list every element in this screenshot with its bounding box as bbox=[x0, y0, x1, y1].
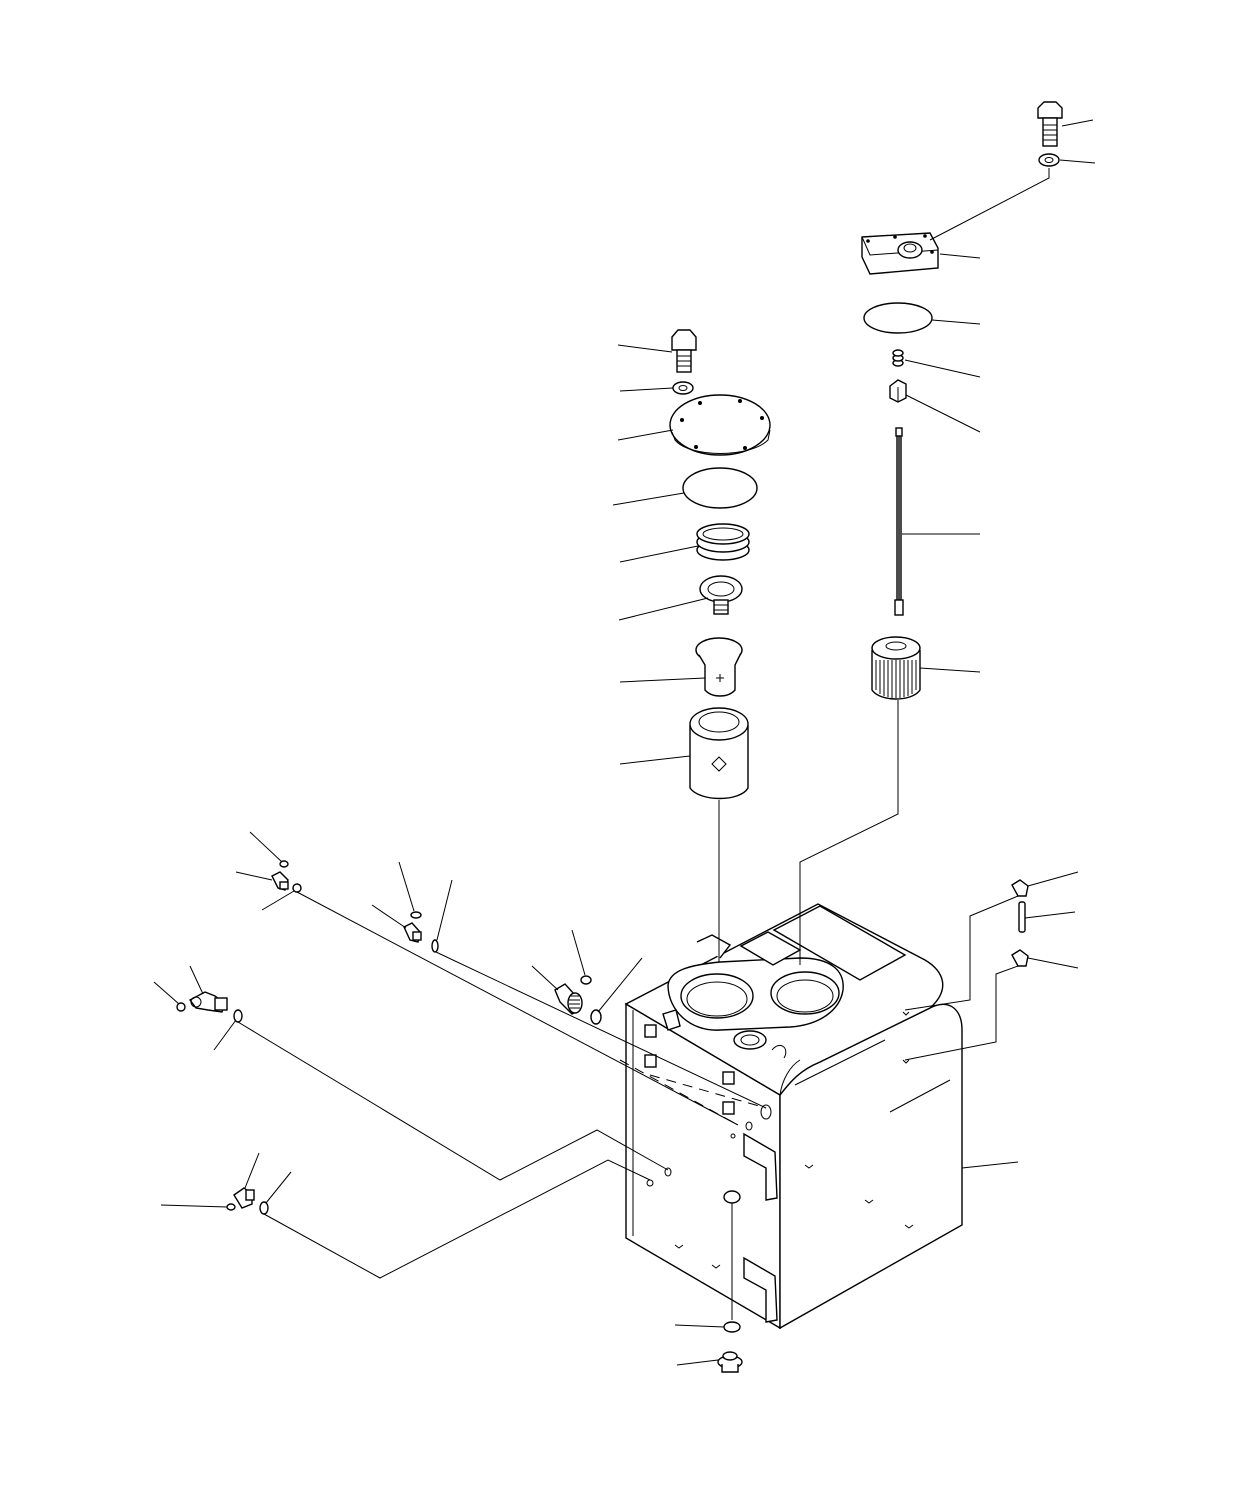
return-filter-stack bbox=[669, 329, 771, 800]
bolt-part bbox=[1037, 101, 1063, 147]
washer-part bbox=[672, 381, 694, 395]
spring-part bbox=[892, 349, 904, 367]
suction-strainer-stack bbox=[861, 101, 1063, 700]
rod-part bbox=[894, 427, 904, 616]
adapter-fitting-part bbox=[233, 1187, 255, 1209]
fittings-right bbox=[1011, 879, 1029, 967]
o-ring-part bbox=[410, 911, 422, 919]
o-ring-part bbox=[259, 1201, 269, 1215]
drain-parts bbox=[717, 1321, 743, 1373]
spring-part bbox=[696, 523, 750, 561]
drain-plug-part bbox=[717, 1351, 743, 1373]
elbow-fitting-part bbox=[271, 871, 289, 891]
elbow-fitting-part bbox=[403, 922, 422, 943]
elbow-fitting-part bbox=[1011, 949, 1029, 967]
nut-part bbox=[889, 379, 907, 403]
fittings-left bbox=[176, 860, 602, 1215]
o-ring-part bbox=[723, 1321, 741, 1333]
elbow-fitting-part bbox=[188, 991, 228, 1013]
o-ring-part bbox=[863, 302, 933, 334]
filter-case-part bbox=[695, 637, 743, 697]
o-ring-part bbox=[226, 1203, 236, 1211]
o-ring-part bbox=[233, 1009, 243, 1023]
cover-plate-part bbox=[861, 232, 939, 275]
strainer-part bbox=[871, 636, 921, 700]
hydraulic-tank-body bbox=[624, 903, 963, 1330]
cover-plate-part bbox=[669, 394, 771, 456]
o-ring-part bbox=[292, 883, 302, 893]
tube-part bbox=[1018, 901, 1026, 933]
filter-element-part bbox=[689, 707, 749, 800]
o-ring-part bbox=[682, 467, 758, 509]
elbow-fitting-part bbox=[1011, 879, 1029, 897]
o-ring-part bbox=[431, 939, 439, 953]
o-ring-part bbox=[580, 975, 592, 985]
o-ring-part bbox=[279, 860, 289, 868]
valve-part bbox=[699, 575, 743, 615]
washer-part bbox=[1038, 153, 1060, 167]
bolt-part bbox=[671, 329, 697, 373]
leader-lines bbox=[153, 119, 1096, 1366]
adapter-fitting-part bbox=[554, 983, 583, 1015]
o-ring-part bbox=[176, 1002, 186, 1012]
o-ring-part bbox=[590, 1009, 602, 1025]
assembly-lines bbox=[237, 168, 1050, 1320]
